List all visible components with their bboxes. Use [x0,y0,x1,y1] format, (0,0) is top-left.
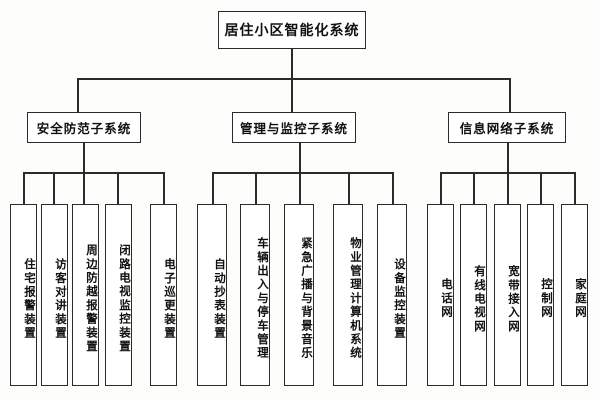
leaf-label-control-network: 控制网 [540,278,554,320]
subsystem-node-security[interactable]: 安全防范子系统 [27,112,141,143]
connector-stem-group-2 [507,143,509,172]
connector-level1-bus [77,78,511,80]
leaf-node-visitor-intercom[interactable]: 访客对讲装置 [41,204,68,386]
connector-stem-group-1 [299,143,301,172]
leaf-node-cable-tv-network[interactable]: 有线电视网 [460,204,487,386]
connector-drop-subsystem-2 [509,78,511,112]
connector-drop-leaf-1-0 [212,172,214,204]
connector-drop-leaf-1-1 [255,172,257,204]
leaf-node-perimeter-intrusion-alarm[interactable]: 周边防越报警装置 [72,204,99,386]
leaf-label-visitor-intercom: 访客对讲装置 [54,257,68,341]
connector-drop-leaf-0-1 [53,172,55,204]
leaf-label-cable-tv-network: 有线电视网 [473,264,487,334]
leaf-label-property-management-computer: 物业管理计算机系统 [349,237,363,361]
connector-drop-leaf-2-0 [440,172,442,204]
leaf-label-home-network: 家庭网 [574,278,588,320]
connector-drop-leaf-1-2 [299,172,301,204]
connector-root-stem [291,49,293,78]
connector-drop-leaf-1-4 [392,172,394,204]
leaf-label-equipment-monitoring: 设备监控装置 [393,257,407,341]
root-node-label: 居住小区智能化系统 [224,23,360,39]
subsystem-label-information-network: 信息网络子系统 [459,121,555,136]
leaf-node-broadband-access-network[interactable]: 宽带接入网 [494,204,521,386]
leaf-node-home-alarm[interactable]: 住宅报警装置 [10,204,37,386]
connector-drop-leaf-2-3 [540,172,542,204]
leaf-label-vehicle-access-parking: 车辆出入与停车管理 [256,237,270,361]
leaf-node-automatic-meter-reading[interactable]: 自动抄表装置 [197,204,227,386]
leaf-label-automatic-meter-reading: 自动抄表装置 [213,257,227,341]
connector-drop-leaf-0-0 [23,172,25,204]
leaf-label-emergency-broadcast-music: 紧急广播与背景音乐 [300,237,314,361]
leaf-label-telephone-network: 电话网 [440,278,454,320]
subsystem-label-security: 安全防范子系统 [36,121,132,136]
connector-drop-leaf-0-3 [117,172,119,204]
leaf-label-perimeter-intrusion-alarm: 周边防越报警装置 [85,244,99,354]
connector-drop-leaf-2-1 [473,172,475,204]
leaf-node-home-network[interactable]: 家庭网 [561,204,588,386]
subsystem-label-management-monitoring: 管理与监控子系统 [239,121,348,136]
connector-drop-leaf-2-4 [574,172,576,204]
leaf-label-cctv-surveillance: 闭路电视监控装置 [118,244,132,354]
connector-bus-group-1 [212,172,392,174]
leaf-node-equipment-monitoring[interactable]: 设备监控装置 [377,204,407,386]
subsystem-node-information-network[interactable]: 信息网络子系统 [448,112,566,143]
leaf-node-electronic-patrol[interactable]: 电子巡更装置 [150,204,177,386]
subsystem-node-management-monitoring[interactable]: 管理与监控子系统 [232,112,356,143]
connector-drop-subsystem-0 [77,78,79,112]
leaf-node-property-management-computer[interactable]: 物业管理计算机系统 [333,204,363,386]
leaf-node-control-network[interactable]: 控制网 [527,204,554,386]
leaf-node-cctv-surveillance[interactable]: 闭路电视监控装置 [105,204,132,386]
leaf-label-broadband-access-network: 宽带接入网 [507,264,521,334]
root-node-residential-intelligent-system[interactable]: 居住小区智能化系统 [218,11,366,49]
connector-drop-subsystem-1 [291,78,293,112]
connector-drop-leaf-0-2 [83,172,85,204]
connector-drop-leaf-1-3 [348,172,350,204]
leaf-node-emergency-broadcast-music[interactable]: 紧急广播与背景音乐 [284,204,314,386]
leaf-node-vehicle-access-parking[interactable]: 车辆出入与停车管理 [240,204,270,386]
connector-bus-group-0 [23,172,163,174]
leaf-label-electronic-patrol: 电子巡更装置 [163,257,177,341]
leaf-node-telephone-network[interactable]: 电话网 [427,204,454,386]
connector-drop-leaf-0-4 [163,172,165,204]
leaf-label-home-alarm: 住宅报警装置 [23,257,37,341]
connector-stem-group-0 [83,143,85,172]
connector-drop-leaf-2-2 [507,172,509,204]
